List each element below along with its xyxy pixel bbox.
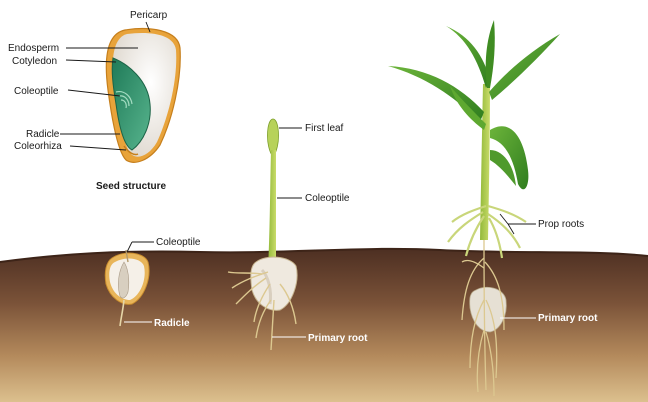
label-radicle-seed: Radicle — [26, 129, 60, 140]
label-coleoptile-stage2: Coleoptile — [305, 193, 350, 204]
label-endosperm: Endosperm — [8, 43, 59, 54]
leaf-top-right — [489, 34, 560, 100]
leaf-left-mid — [450, 86, 486, 130]
leaf-top-left — [446, 26, 490, 88]
label-first-leaf: First leaf — [305, 123, 344, 134]
label-pericarp: Pericarp — [130, 10, 168, 21]
soil — [0, 249, 648, 402]
label-prop-roots: Prop roots — [538, 219, 584, 230]
label-coleoptile-seed: Coleoptile — [14, 86, 59, 97]
label-primary-root-stage3: Primary root — [538, 313, 598, 324]
label-radicle-stage1: Radicle — [154, 318, 190, 329]
label-primary-root-stage2: Primary root — [308, 333, 368, 344]
label-coleorhiza: Coleorhiza — [14, 141, 62, 152]
leaf-top-center — [486, 20, 495, 88]
label-coleoptile-stage1: Coleoptile — [156, 237, 201, 248]
seed-structure-title: Seed structure — [96, 181, 166, 192]
plant-stem — [480, 84, 490, 240]
label-cotyledon: Cotyledon — [12, 56, 57, 67]
coleoptile-stem — [268, 150, 276, 268]
